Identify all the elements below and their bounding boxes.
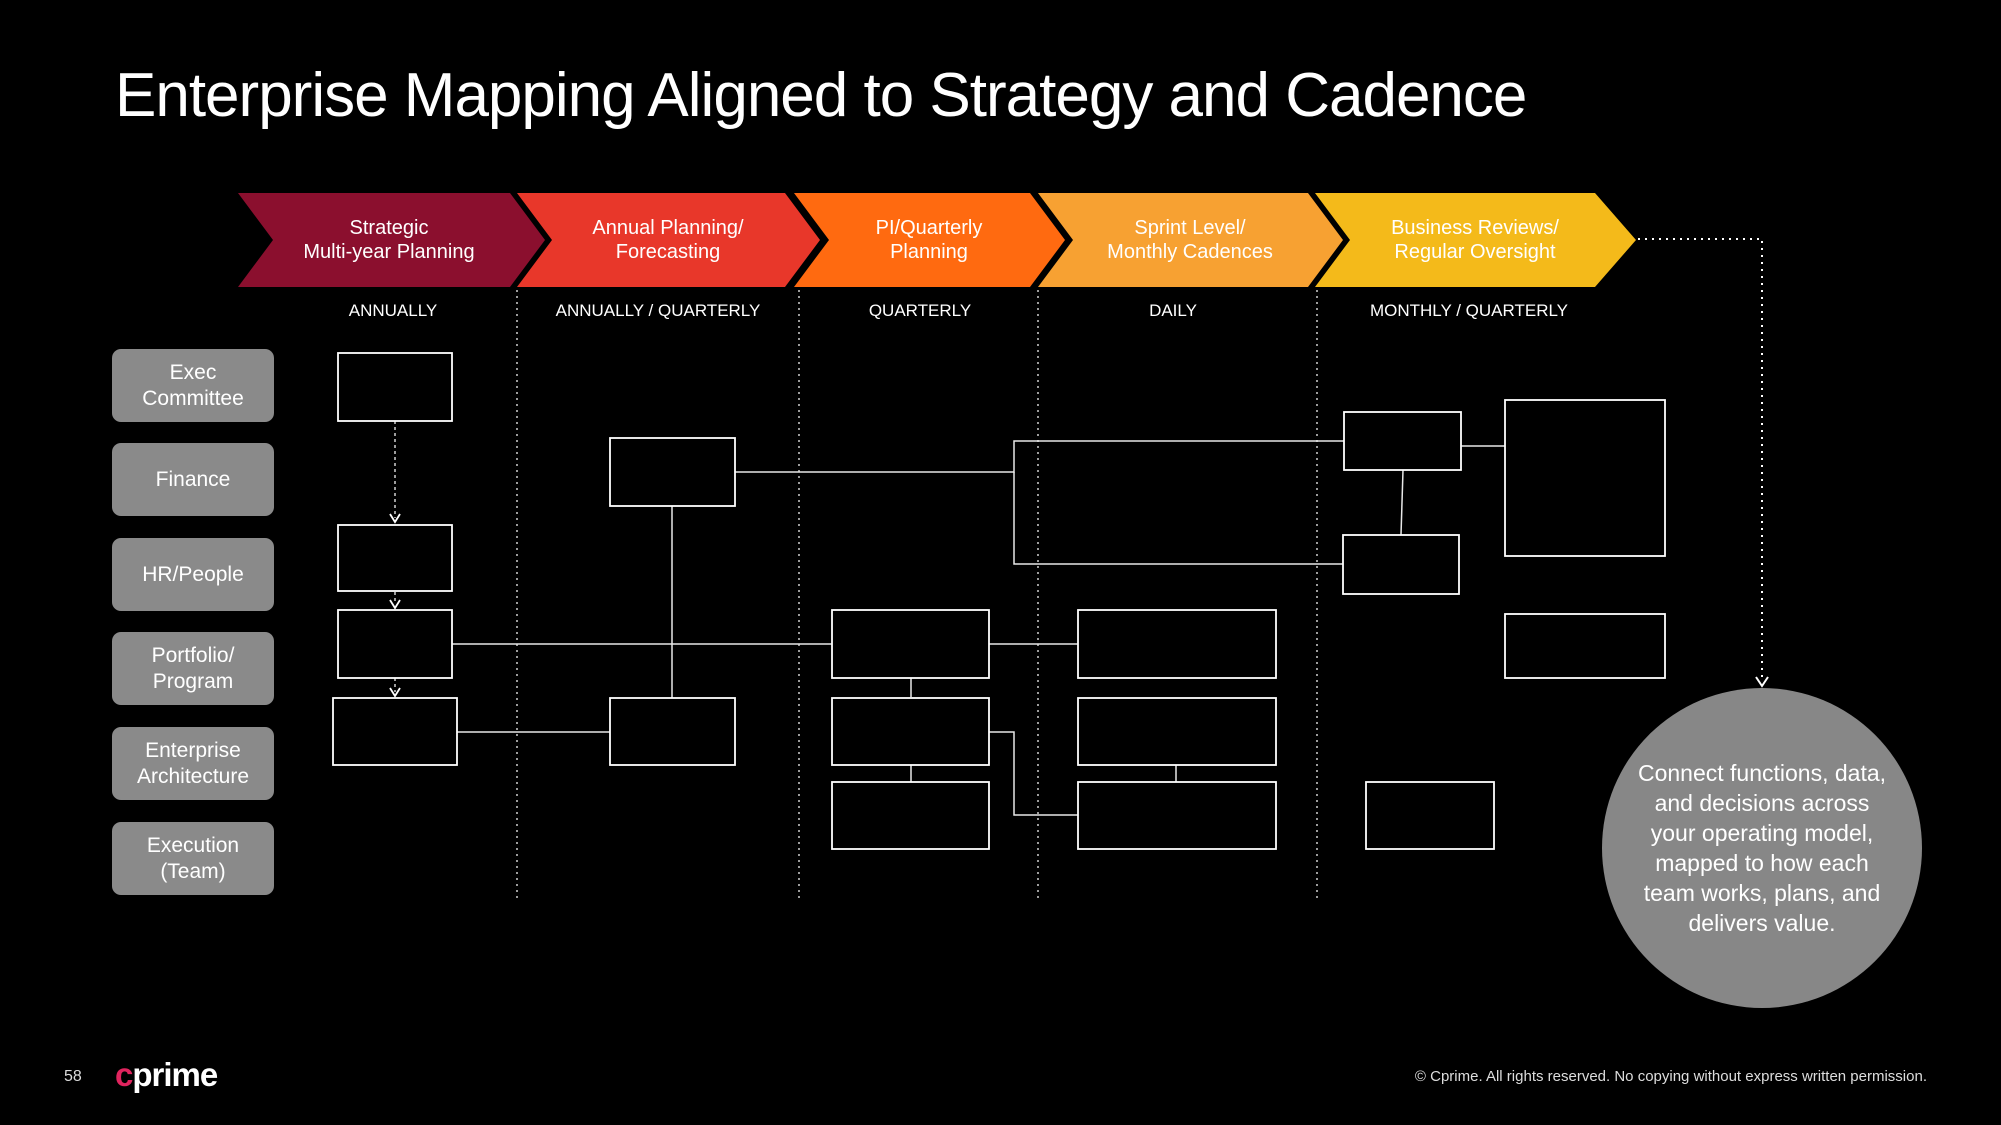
phase-4-label-line2: Monthly Cadences: [1107, 241, 1273, 263]
role-execution-team: Execution (Team): [112, 822, 274, 895]
callout-text: Connect functions, data, and decisions a…: [1637, 760, 1887, 936]
phase-2-label-line2: Forecasting: [616, 241, 721, 263]
callout-arrowhead: [1755, 676, 1769, 688]
arrowhead-3: [389, 687, 401, 698]
activity-boxes: [332, 352, 1666, 850]
phase-chevron-5: Business Reviews/ Regular Oversight: [1315, 193, 1636, 287]
box-hr-strategic: [337, 524, 453, 592]
link-finance-to-review: [735, 440, 1344, 473]
phase-chevron-2: Annual Planning/ Forecasting: [517, 193, 820, 287]
connector-lines: [452, 440, 1505, 816]
box-execution-sprint: [1077, 781, 1277, 850]
role-exec-committee: Exec Committee: [112, 349, 274, 422]
phase-1-label-line2: Multi-year Planning: [303, 241, 474, 263]
phase-5-label-line2: Regular Oversight: [1394, 241, 1556, 263]
role-portfolio-program: Portfolio/ Program: [112, 632, 274, 705]
box-execution-review: [1365, 781, 1495, 850]
box-ea-sprint: [1077, 697, 1277, 766]
role-finance: Finance: [112, 443, 274, 516]
link-pi-to-sprint-bottom: [989, 731, 1078, 816]
arrowhead-1: [389, 513, 401, 524]
cadence-label-5: MONTHLY / QUARTERLY: [1370, 301, 1568, 320]
box-hr-review: [1342, 534, 1460, 595]
page-title: Enterprise Mapping Aligned to Strategy a…: [115, 61, 1527, 130]
callout-circle: Connect functions, data, and decisions a…: [1602, 688, 1922, 1008]
copyright-footer: © Cprime. All rights reserved. No copyin…: [1414, 1068, 1927, 1085]
box-portfolio-strategic: [337, 609, 453, 679]
box-portfolio-sprint: [1077, 609, 1277, 679]
phase-3-label-line1: PI/Quarterly: [876, 217, 983, 239]
phase-chevron-4: Sprint Level/ Monthly Cadences: [1038, 193, 1343, 287]
phase-1-label-line1: Strategic: [350, 217, 429, 239]
box-portfolio-pi: [831, 609, 990, 679]
phase-3-label-line2: Planning: [890, 241, 968, 263]
phase-4-label-line1: Sprint Level/: [1134, 217, 1246, 239]
box-exec-strategic: [337, 352, 453, 422]
logo-rest: prime: [132, 1056, 218, 1093]
box-ea-strategic: [332, 697, 458, 766]
box-ea-annual: [609, 697, 736, 766]
phase-chevron-3: PI/Quarterly Planning: [794, 193, 1065, 287]
box-finance-review: [1343, 411, 1462, 471]
cadence-label-3: QUARTERLY: [869, 301, 971, 320]
phase-5-label-line1: Business Reviews/: [1391, 217, 1559, 239]
box-portfolio-review: [1504, 613, 1666, 679]
page-number: 58: [64, 1068, 82, 1085]
link-review-boxes: [1400, 469, 1404, 536]
box-execution-pi: [831, 781, 990, 850]
column-dividers: [516, 290, 1318, 902]
cadence-label-4: DAILY: [1149, 301, 1197, 320]
box-ea-pi: [831, 697, 990, 766]
role-hr-people: HR/People: [112, 538, 274, 611]
cadence-label-2: ANNUALLY / QUARTERLY: [556, 301, 761, 320]
role-enterprise-architecture: Enterprise Architecture: [112, 727, 274, 800]
link-finance-to-hr-review: [1013, 472, 1343, 565]
box-review-large: [1504, 399, 1666, 557]
cadence-label-1: ANNUALLY: [349, 301, 438, 320]
cprime-logo: cprime: [115, 1056, 218, 1094]
phase-chevron-1: Strategic Multi-year Planning: [238, 193, 545, 287]
box-finance-annual: [609, 437, 736, 507]
phase-2-label-line1: Annual Planning/: [592, 217, 744, 239]
logo-accent: c: [115, 1056, 133, 1093]
arrowhead-2: [389, 599, 401, 610]
